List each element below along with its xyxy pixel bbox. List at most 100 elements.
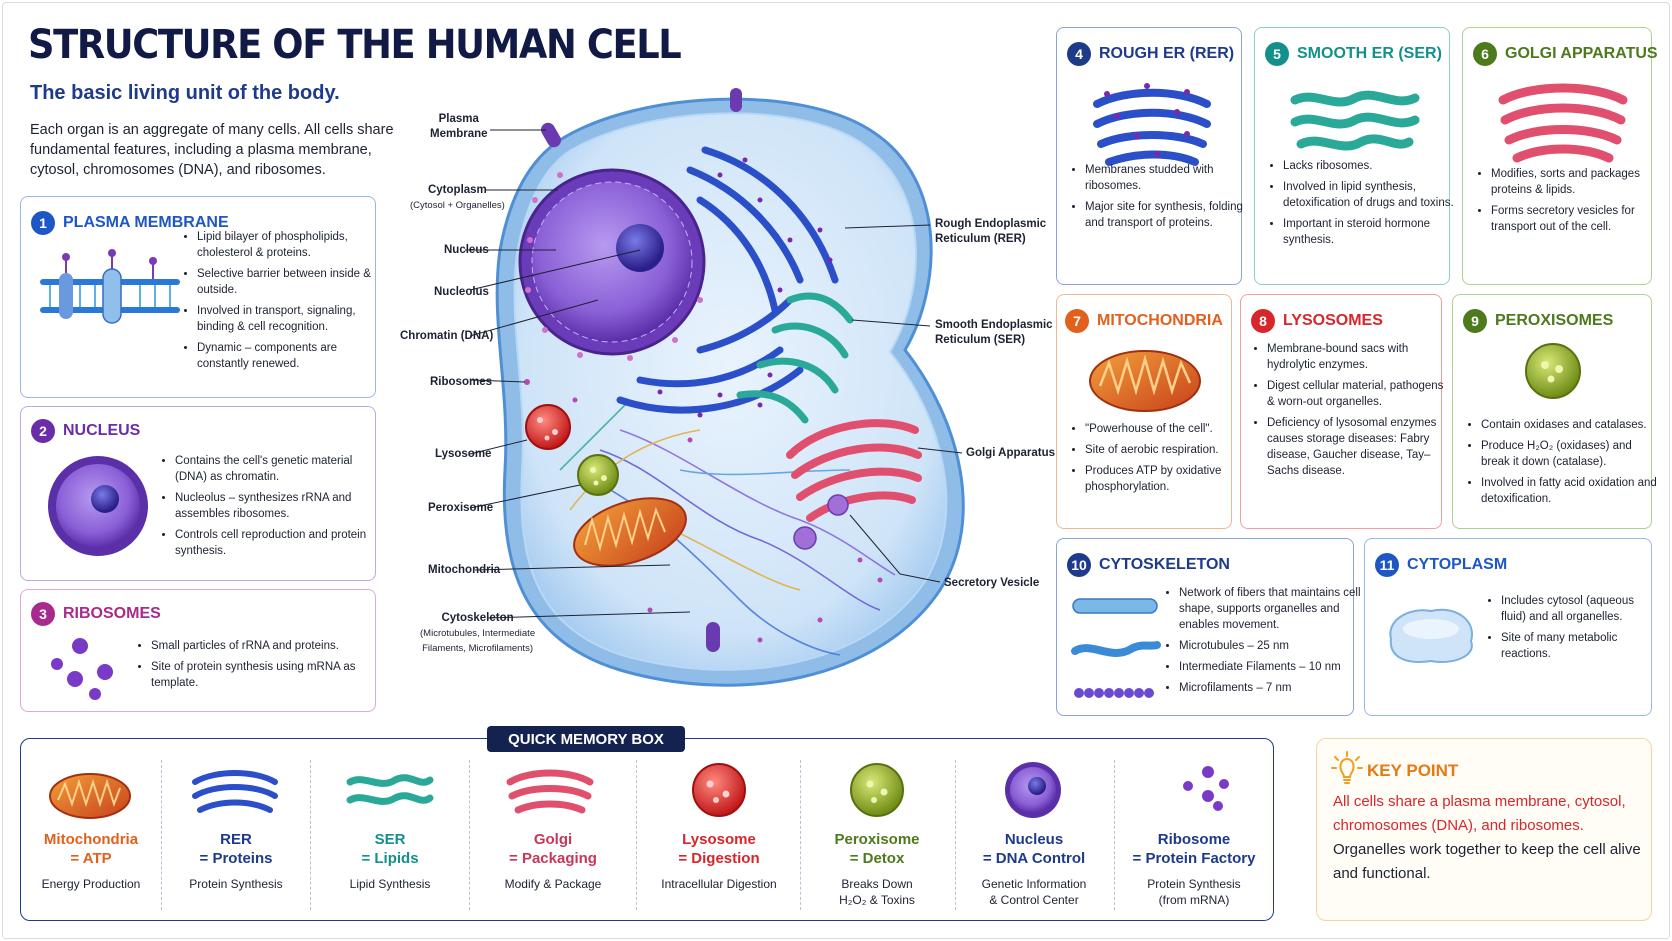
card-number: 10 [1067, 553, 1091, 577]
label-chromatin: Chromatin (DNA) [400, 330, 494, 342]
card-bullets: Membranes studded with ribosomes. Major … [1071, 162, 1245, 236]
label-ribosomes: Ribosomes [430, 376, 492, 388]
cytoplasm-icon [1389, 608, 1474, 663]
rough-er-ribosomes [657, 157, 833, 418]
intro-text: Each organ is an aggregate of many cells… [30, 122, 394, 178]
label-mitochondria: Mitochondria [428, 564, 501, 576]
peroxisome-shape [577, 454, 619, 496]
memory-item-rer: RER = Proteins Protein Synthesis [189, 831, 283, 891]
memory-nucleus-icon [1005, 762, 1061, 818]
mitochondria-icon [1089, 350, 1201, 412]
card-title: CYTOPLASM [1407, 556, 1508, 573]
key-point-text: All cells share a plasma membrane, cytos… [1333, 790, 1641, 886]
memory-item-ribosome: Ribosome = Protein Factory Protein Synth… [1132, 831, 1256, 907]
card-title: RIBOSOMES [63, 605, 161, 622]
golgi-shape [786, 419, 922, 522]
secretory-vesicle-shape [793, 494, 849, 550]
label-nucleolus: Nucleolus [434, 286, 489, 298]
page-subtitle: The basic living unit of the body. [30, 82, 340, 104]
card-title: SMOOTH ER (SER) [1297, 45, 1442, 62]
card-number: 3 [31, 602, 55, 626]
memory-item-mitochondria: Mitochondria = ATP Energy Production [41, 831, 141, 891]
lightbulb-icon [1331, 751, 1363, 784]
memory-divider [310, 760, 311, 910]
membrane-proteins [541, 88, 742, 652]
memory-divider [469, 760, 470, 910]
card-mitochondria: 7 MITOCHONDRIA "Powerhouse of the cell".… [1056, 294, 1232, 529]
card-smooth-er: 5 SMOOTH ER (SER) Lacks ribosomes. Invol… [1254, 27, 1454, 285]
memory-divider [1114, 760, 1115, 910]
memory-divider [636, 760, 637, 910]
rough-er-shape [616, 146, 839, 414]
smooth-er-shape [736, 292, 854, 424]
card-number: 1 [31, 211, 55, 235]
card-number: 4 [1067, 42, 1091, 66]
card-title: PEROXISOMES [1495, 312, 1614, 329]
memory-lysosome-icon [692, 763, 746, 817]
memory-peroxisome-icon [850, 763, 904, 817]
card-cytoskeleton: 10 CYTOSKELETON Network of fibers that m… [1056, 538, 1361, 716]
page-title: STRUCTURE OF THE HUMAN CELL [28, 22, 682, 68]
memory-item-nucleus: Nucleus = DNA Control Genetic Informatio… [981, 831, 1087, 907]
card-number: 2 [31, 419, 55, 443]
card-bullets: Lipid bilayer of phospholipids, choleste… [183, 229, 377, 377]
free-ribosomes [524, 379, 883, 643]
nucleus-shape [518, 168, 706, 361]
memory-item-lysosome: Lysosome = Digestion Intracellular Diges… [661, 831, 777, 891]
card-bullets: Contains the cell's genetic material (DN… [161, 453, 375, 564]
memory-item-ser: SER = Lipids Lipid Synthesis [349, 831, 431, 891]
golgi-icon [1498, 83, 1628, 163]
cytoskeleton [559, 399, 896, 656]
card-title: NUCLEUS [63, 422, 141, 439]
memory-ribosome-icon [1183, 766, 1229, 811]
card-nucleus: 2 NUCLEUS Contains the cell's genetic ma… [20, 406, 376, 581]
key-point-highlight: All cells share a plasma membrane, cytos… [1333, 793, 1626, 834]
card-bullets: Membrane-bound sacs with hydrolytic enzy… [1253, 341, 1447, 484]
key-point-title: KEY POINT [1367, 761, 1459, 780]
card-bullets: Lacks ribosomes. Involved in lipid synth… [1269, 158, 1455, 253]
card-cytoplasm: 11 CYTOPLASM Includes cytosol (aqueous f… [1364, 538, 1652, 716]
memory-golgi-icon [506, 769, 594, 814]
memory-rer-icon [192, 770, 278, 813]
label-golgi: Golgi Apparatus [966, 447, 1056, 459]
card-bullets: Small particles of rRNA and proteins. Si… [137, 638, 381, 696]
ribosomes-icon [51, 638, 113, 700]
card-title: ROUGH ER (RER) [1099, 45, 1235, 62]
card-bullets: Modifies, sorts and packages proteins & … [1477, 166, 1657, 240]
cytoskeleton-icon [1071, 598, 1161, 698]
card-number: 8 [1251, 309, 1275, 333]
card-number: 9 [1463, 309, 1487, 333]
memory-ser-icon [346, 774, 434, 805]
memory-mitochondria-icon [49, 773, 131, 819]
card-title: PLASMA MEMBRANE [63, 214, 229, 231]
card-peroxisomes: 9 PEROXISOMES Contain oxidases and catal… [1452, 294, 1657, 529]
card-rough-er: 4 ROUGH ER (RER) Membranes studded with … [1056, 27, 1245, 285]
card-title: CYTOSKELETON [1099, 556, 1230, 573]
key-point-body: Organelles work together to keep the cel… [1333, 841, 1641, 882]
card-bullets: Includes cytosol (aqueous fluid) and all… [1487, 593, 1661, 667]
peroxisome-icon [1525, 343, 1581, 399]
memory-divider [161, 760, 162, 910]
quick-memory-title: QUICK MEMORY BOX [487, 726, 685, 752]
memory-item-golgi: Golgi = Packaging Modify & Package [504, 831, 602, 891]
lysosome-shape [525, 404, 571, 450]
card-title: MITOCHONDRIA [1097, 312, 1223, 329]
key-point-box: KEY POINT All cells share a plasma membr… [1316, 738, 1652, 921]
leader-lines [465, 129, 963, 619]
card-title: LYSOSOMES [1283, 312, 1383, 329]
card-number: 6 [1473, 42, 1497, 66]
card-bullets: Network of fibers that maintains cell sh… [1165, 585, 1363, 701]
rough-er-icon [1093, 83, 1211, 166]
card-number: 5 [1265, 42, 1289, 66]
label-nucleus: Nucleus [444, 244, 489, 256]
nucleus-icon [48, 456, 148, 556]
card-golgi: 6 GOLGI APPARATUS Modifies, sorts and pa… [1462, 27, 1658, 285]
mitochondria-shape [573, 497, 687, 567]
label-peroxisome: Peroxisome [428, 502, 494, 514]
